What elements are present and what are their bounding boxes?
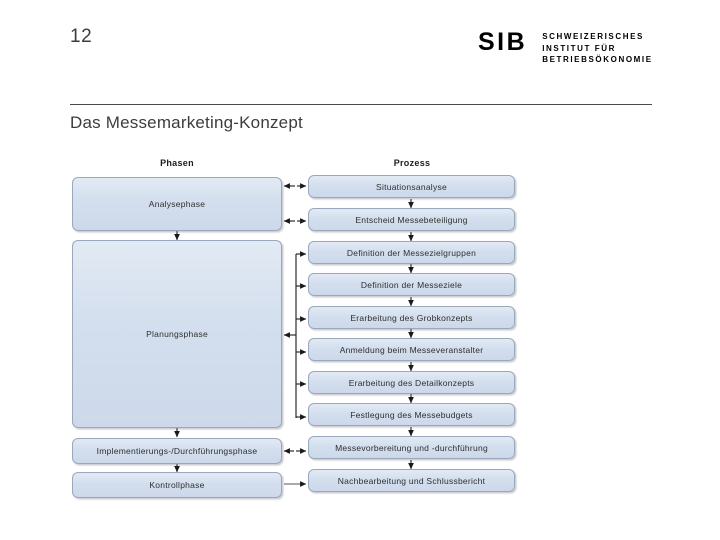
process-node-label: Definition der Messeziele (360, 279, 463, 290)
process-node-label: Entscheid Messebeteiligung (355, 214, 468, 225)
phase-node-label: Implementierungs-/Durchführungsphase (96, 446, 258, 456)
process-node-label: Erarbeitung des Detailkonzepts (348, 377, 475, 388)
process-node-label: Erarbeitung des Grobkonzepts (350, 312, 473, 323)
logo-wordmark: SIB (478, 28, 528, 56)
phase-node-analysephase[interactable]: Analysephase (72, 177, 282, 231)
phase-node-label: Analysephase (148, 199, 206, 209)
process-node-label: Anmeldung beim Messeveranstalter (339, 344, 484, 355)
phase-node-implementierungsphase[interactable]: Implementierungs-/Durchführungsphase (72, 438, 282, 464)
process-node-definition-messezielgruppen[interactable]: Definition der Messezielgruppen (308, 241, 515, 264)
phase-node-label: Planungsphase (146, 329, 208, 339)
phase-node-kontrollphase[interactable]: Kontrollphase (72, 472, 282, 498)
sib-logo: SIB SCHWEIZERISCHES INSTITUT FÜR BETRIEB… (478, 28, 653, 66)
process-node-nachbearbeitung-schlussbericht[interactable]: Nachbearbeitung und Schlussbericht (308, 469, 515, 492)
page-number: 12 (70, 26, 93, 47)
process-node-festlegung-messebudget[interactable]: Festlegung des Messebudgets (308, 403, 515, 426)
process-node-label: Situationsanalyse (376, 181, 447, 192)
process-node-anmeldung-messeveranstalter[interactable]: Anmeldung beim Messeveranstalter (308, 338, 515, 361)
process-node-label: Definition der Messezielgruppen (346, 247, 477, 258)
process-node-definition-messeziele[interactable]: Definition der Messeziele (308, 273, 515, 296)
logo-subtitle-line-1: SCHWEIZERISCHES (542, 32, 644, 41)
logo-subtitle-line-2: INSTITUT FÜR (542, 43, 617, 53)
phase-node-planungsphase[interactable]: Planungsphase (72, 240, 282, 428)
process-node-entscheid-messebeteiligung[interactable]: Entscheid Messebeteiligung (308, 208, 515, 231)
logo-subtitle-line-3: BETRIEBSÖKONOMIE (542, 55, 653, 64)
process-node-label: Nachbearbeitung und Schlussbericht (337, 475, 486, 486)
process-node-messevorbereitung-durchfuehrung[interactable]: Messevorbereitung und -durchführung (308, 436, 515, 459)
process-node-label: Messevorbereitung und -durchführung (335, 442, 488, 453)
slide-title: Das Messemarketing-Konzept (70, 113, 303, 132)
logo-subtitle: SCHWEIZERISCHES INSTITUT FÜR BETRIEBSÖKO… (542, 28, 653, 66)
column-header-phasen: Phasen (160, 158, 194, 168)
process-node-erarbeitung-detailkonzept[interactable]: Erarbeitung des Detailkonzepts (308, 371, 515, 394)
process-node-erarbeitung-grobkonzept[interactable]: Erarbeitung des Grobkonzepts (308, 306, 515, 329)
process-node-label: Festlegung des Messebudgets (350, 409, 473, 420)
column-header-prozess: Prozess (393, 158, 431, 168)
title-divider (70, 104, 652, 105)
phase-node-label: Kontrollphase (149, 480, 205, 490)
process-node-situationsanalyse[interactable]: Situationsanalyse (308, 175, 515, 198)
